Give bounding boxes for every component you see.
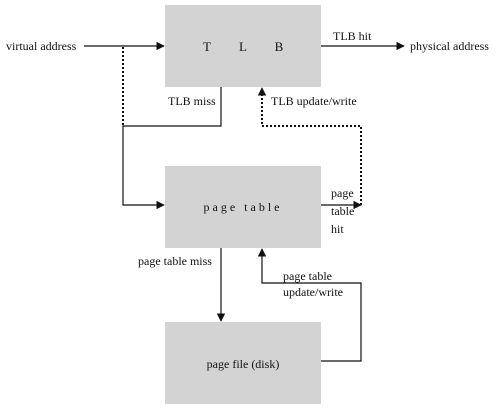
- tlb-update-label: TLB update/write: [271, 94, 357, 108]
- tlb-letter-t: T: [203, 39, 211, 54]
- page-table-update-line1: page table: [283, 269, 332, 283]
- physical-address-label: physical address: [410, 39, 489, 53]
- tlb-letter-b: B: [275, 39, 284, 54]
- page-table-update-arrow: [257, 248, 362, 362]
- page-table-hit-line3: hit: [331, 222, 344, 236]
- page-file-box: [165, 322, 321, 404]
- virtual-address-label: virtual address: [6, 39, 77, 53]
- tlb-box: [165, 5, 321, 87]
- page-table-label: page table: [204, 200, 283, 214]
- page-table-update-line2: update/write: [283, 285, 343, 299]
- tlb-hit-label: TLB hit: [333, 29, 372, 43]
- tlb-update-dotted-line: [261, 90, 362, 205]
- page-table-hit-line2: table: [331, 204, 354, 218]
- tlb-miss-label: TLB miss: [168, 94, 216, 108]
- page-table-box: [165, 166, 321, 248]
- page-table-miss-label: page table miss: [138, 254, 212, 268]
- page-file-label: page file (disk): [207, 357, 280, 371]
- tlb-miss-arrow: [122, 87, 222, 210]
- page-table-hit-line1: page: [331, 186, 354, 200]
- tlb-letter-l: L: [239, 39, 247, 54]
